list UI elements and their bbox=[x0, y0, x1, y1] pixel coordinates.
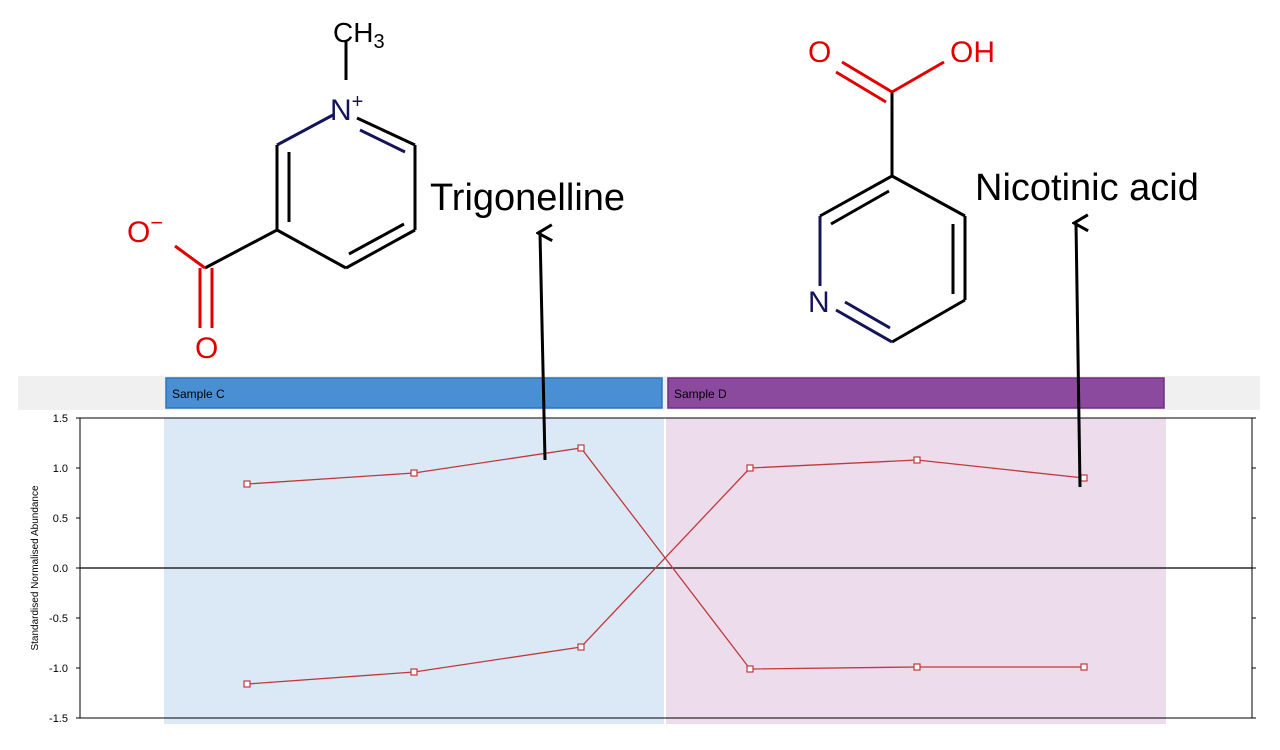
trigonelline-methyl-subscript: 3 bbox=[373, 31, 384, 53]
data-point-marker[interactable] bbox=[746, 464, 754, 472]
trigonelline-nitrogen-charge: + bbox=[352, 91, 364, 113]
y-tick-label: -1.0 bbox=[49, 663, 68, 675]
data-point-marker[interactable] bbox=[243, 480, 251, 488]
svg-text:N+: N+ bbox=[330, 91, 363, 127]
data-point-marker[interactable] bbox=[913, 456, 921, 464]
nicotinic-acid-structure: O OH N bbox=[808, 36, 995, 344]
sample-c-label: Sample C bbox=[172, 387, 225, 401]
data-point-marker[interactable] bbox=[577, 444, 585, 452]
data-point-marker[interactable] bbox=[243, 680, 251, 688]
nicotinic-hydroxyl-label: OH bbox=[950, 36, 995, 69]
line-chart: Sample C Sample D 1.5 1.0 0.5 0.0 -0.5 -1.0 -1… bbox=[18, 376, 1260, 725]
y-axis-ticks: 1.5 1.0 0.5 0.0 -0.5 -1.0 -1.5 bbox=[49, 413, 1256, 725]
data-point-marker[interactable] bbox=[1080, 663, 1088, 671]
trigonelline-annotation: Trigonelline bbox=[430, 177, 625, 219]
sample-d-header[interactable] bbox=[667, 377, 1165, 409]
series-line-1 bbox=[246, 447, 1084, 670]
data-point-marker[interactable] bbox=[1080, 474, 1088, 482]
series-layer bbox=[243, 444, 1088, 688]
sample-c-header[interactable] bbox=[165, 377, 663, 409]
nicotinic-nitrogen-label: N bbox=[808, 286, 830, 319]
y-tick-label: -0.5 bbox=[49, 613, 68, 625]
data-point-marker[interactable] bbox=[746, 665, 754, 673]
trigonelline-carbonyl-oxygen-label: O bbox=[195, 332, 218, 365]
svg-text:CH3: CH3 bbox=[333, 17, 385, 53]
trigonelline-arrow bbox=[540, 233, 545, 461]
trigonelline-methyl-label: CH bbox=[333, 17, 373, 48]
sample-d-band bbox=[666, 418, 1166, 724]
svg-text:O−: O− bbox=[127, 210, 163, 249]
nicotinic-acid-arrow bbox=[1076, 223, 1080, 488]
y-axis-title: Standardised Normalised Abundance bbox=[30, 485, 41, 651]
y-tick-label: 0.5 bbox=[53, 513, 68, 525]
y-tick-label: -1.5 bbox=[49, 713, 68, 725]
trigonelline-anion-charge: − bbox=[150, 210, 163, 235]
y-tick-label: 1.5 bbox=[53, 413, 68, 425]
data-point-marker[interactable] bbox=[577, 643, 585, 651]
trigonelline-anion-oxygen-label: O bbox=[127, 216, 150, 249]
sample-c-band bbox=[164, 418, 664, 724]
sample-d-label: Sample D bbox=[674, 387, 727, 401]
data-point-marker[interactable] bbox=[913, 663, 921, 671]
nicotinic-carbonyl-oxygen-label: O bbox=[808, 36, 831, 69]
trigonelline-structure: CH3 N+ O− O bbox=[127, 17, 417, 365]
data-point-marker[interactable] bbox=[410, 469, 418, 477]
series-line-2 bbox=[246, 459, 1085, 685]
nicotinic-acid-annotation: Nicotinic acid bbox=[975, 167, 1199, 209]
y-tick-label: 0.0 bbox=[53, 563, 68, 575]
y-tick-label: 1.0 bbox=[53, 463, 68, 475]
trigonelline-nitrogen-label: N bbox=[330, 94, 352, 127]
data-point-marker[interactable] bbox=[410, 668, 418, 676]
